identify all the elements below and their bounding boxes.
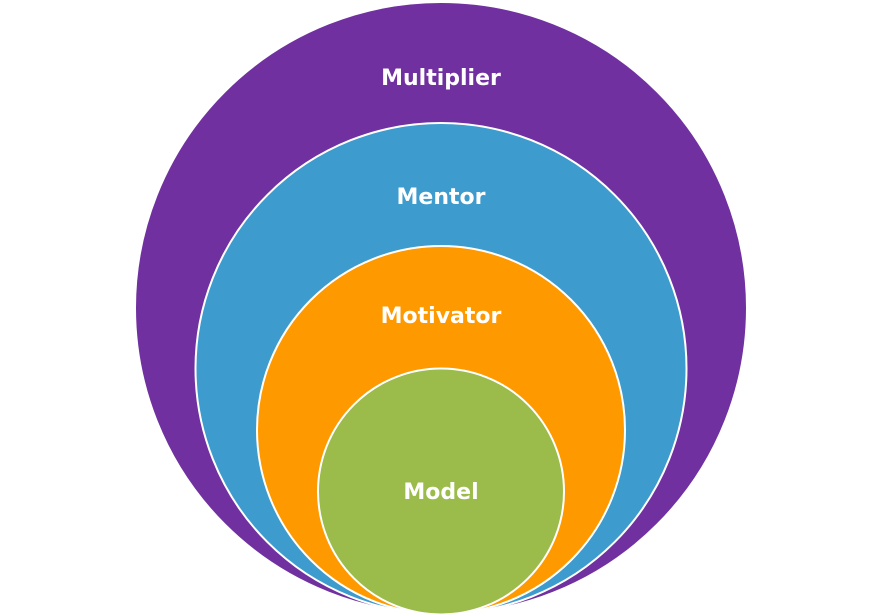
circle-model (317, 367, 565, 616)
label-multiplier: Multiplier (381, 66, 501, 91)
label-motivator: Motivator (381, 304, 502, 329)
label-mentor: Mentor (397, 185, 486, 210)
label-model: Model (403, 480, 478, 505)
